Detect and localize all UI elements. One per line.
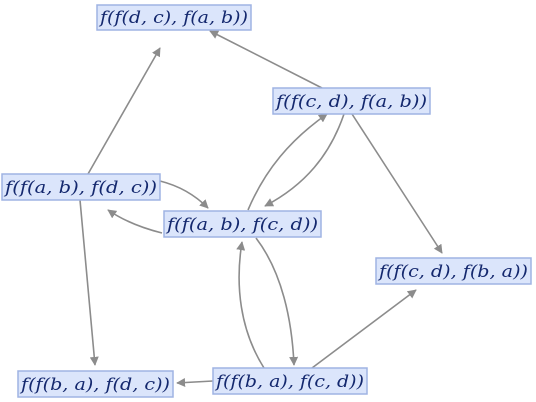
edge-n4-n7 bbox=[255, 237, 299, 366]
edge-n7-n4 bbox=[236, 241, 265, 369]
edge-n7-n6 bbox=[176, 378, 214, 388]
node-n1-label: f(f(d, c), f(a, b)) bbox=[98, 8, 248, 28]
edge-n2-n1 bbox=[209, 30, 323, 89]
node-n2-label: f(f(c, d), f(a, b)) bbox=[274, 92, 427, 112]
edge-n7-n5 bbox=[311, 289, 417, 369]
node-n3: f(f(a, b), f(d, c)) bbox=[1, 173, 161, 201]
edge-n3-n6 bbox=[79, 199, 99, 366]
node-n7: f(f(b, a), f(c, d)) bbox=[212, 367, 368, 395]
edges bbox=[79, 30, 443, 388]
edge-n3-n4 bbox=[159, 180, 209, 209]
node-n3-label: f(f(a, b), f(d, c)) bbox=[3, 178, 157, 198]
node-n4: f(f(a, b), f(c, d)) bbox=[163, 210, 322, 238]
edge-n2-n5 bbox=[351, 113, 443, 254]
edge-n4-n3 bbox=[107, 209, 163, 234]
node-n5-label: f(f(c, d), f(b, a)) bbox=[377, 262, 528, 282]
edge-n3-n1 bbox=[87, 47, 161, 175]
node-n6-label: f(f(b, a), f(d, c)) bbox=[19, 375, 170, 395]
nodes: f(f(d, c), f(a, b)) f(f(c, d), f(a, b)) … bbox=[1, 4, 532, 398]
node-n1: f(f(d, c), f(a, b)) bbox=[96, 4, 252, 31]
node-n4-label: f(f(a, b), f(c, d)) bbox=[165, 215, 318, 235]
node-n6: f(f(b, a), f(d, c)) bbox=[17, 370, 174, 398]
node-n7-label: f(f(b, a), f(c, d)) bbox=[214, 372, 364, 392]
edge-n2-n4 bbox=[264, 113, 345, 207]
node-n5: f(f(c, d), f(b, a)) bbox=[375, 257, 532, 285]
node-n2: f(f(c, d), f(a, b)) bbox=[272, 87, 431, 115]
edge-n4-n2 bbox=[247, 113, 328, 211]
